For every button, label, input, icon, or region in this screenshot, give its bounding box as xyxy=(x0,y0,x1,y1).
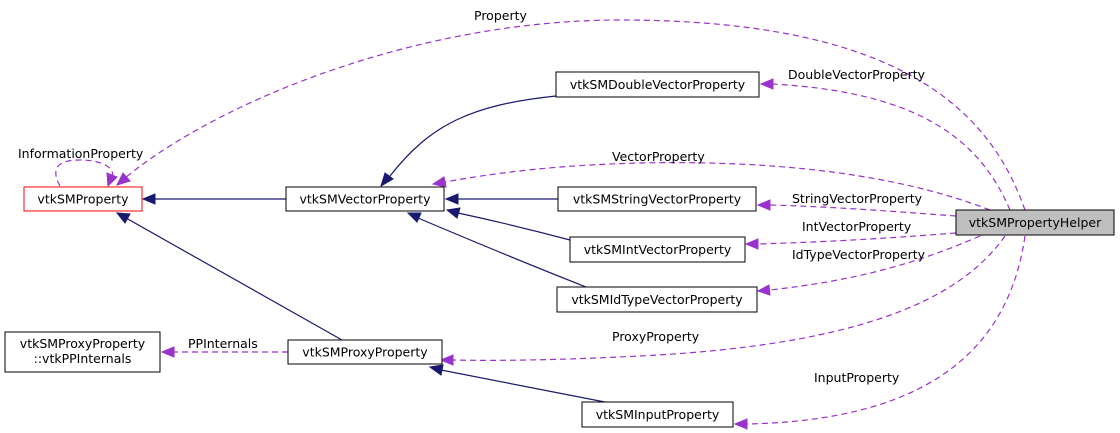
node-box xyxy=(955,209,1115,236)
label-string-vector-property: StringVectorProperty xyxy=(792,191,923,206)
node-vtksmvectorproperty[interactable]: vtkSMVectorProperty xyxy=(285,186,445,212)
arrowhead xyxy=(756,199,771,211)
node-vtksmstringvectorproperty[interactable]: vtkSMStringVectorProperty xyxy=(557,186,757,212)
arrowhead xyxy=(744,238,759,250)
arrowhead xyxy=(160,346,175,358)
edge-property xyxy=(124,19,1026,211)
edge-idtype-to-vector xyxy=(417,217,587,288)
label-information-property: InformationProperty xyxy=(18,146,144,161)
node-label: vtkSMInputProperty xyxy=(596,407,720,422)
label-property: Property xyxy=(474,8,527,23)
node-label-line2: ::vtkPPInternals xyxy=(34,351,132,366)
usage-edges xyxy=(55,19,1026,430)
node-box xyxy=(285,186,445,212)
arrowhead xyxy=(116,172,131,186)
node-label: vtkSMIntVectorProperty xyxy=(584,242,732,257)
node-box xyxy=(581,401,734,428)
node-label: vtkSMVectorProperty xyxy=(300,192,432,207)
edge-proxy-to-property xyxy=(125,217,343,341)
node-vtksminputproperty[interactable]: vtkSMInputProperty xyxy=(581,401,734,428)
node-label: vtkSMProperty xyxy=(37,192,129,207)
node-vtksmdoublevectorproperty[interactable]: vtkSMDoubleVectorProperty xyxy=(555,71,760,98)
node-box xyxy=(557,186,757,212)
label-vector-property: VectorProperty xyxy=(612,149,705,164)
arrowhead xyxy=(431,176,447,188)
arrowhead xyxy=(380,172,394,188)
inheritance-edges xyxy=(115,95,611,404)
arrowhead xyxy=(733,418,748,430)
arrowhead xyxy=(141,193,156,205)
node-vtkppinternals[interactable]: vtkSMProxyProperty ::vtkPPInternals xyxy=(4,331,161,373)
node-box xyxy=(23,186,143,212)
node-vtksmidtypevectorproperty[interactable]: vtkSMIdTypeVectorProperty xyxy=(556,286,758,313)
node-label: vtkSMIdTypeVectorProperty xyxy=(571,292,743,307)
label-proxy-property: ProxyProperty xyxy=(612,329,700,344)
node-vtksmpropertyhelper[interactable]: vtkSMPropertyHelper xyxy=(955,209,1115,236)
arrowhead xyxy=(406,212,422,223)
arrowhead xyxy=(428,364,444,376)
edge-int-to-vector xyxy=(457,212,571,241)
edge-idtype-vector xyxy=(769,235,981,291)
node-box xyxy=(4,331,161,373)
arrowhead xyxy=(759,78,774,90)
edge-vector xyxy=(444,162,991,211)
edge-proxy-property xyxy=(452,235,1006,361)
edge-int-vector xyxy=(756,232,957,245)
label-pp-internals: PPInternals xyxy=(188,336,258,351)
label-double-vector-property: DoubleVectorProperty xyxy=(788,67,926,82)
edge-double-vector xyxy=(771,83,1011,211)
label-idtype-vector-property: IdTypeVectorProperty xyxy=(792,247,926,262)
label-input-property: InputProperty xyxy=(814,370,900,385)
arrowhead xyxy=(106,172,118,188)
edge-labels: Property InformationProperty DoubleVecto… xyxy=(18,8,926,385)
node-box xyxy=(555,71,760,98)
label-int-vector-property: IntVectorProperty xyxy=(802,219,912,234)
arrowhead xyxy=(444,193,459,205)
arrowhead xyxy=(756,284,771,296)
arrowhead xyxy=(445,207,461,219)
node-label: vtkSMPropertyHelper xyxy=(969,215,1102,230)
edge-information-property xyxy=(55,159,114,187)
node-vtksmintvectorproperty[interactable]: vtkSMIntVectorProperty xyxy=(569,236,746,263)
edge-input-to-proxy xyxy=(440,369,611,404)
node-box xyxy=(287,339,443,365)
node-label-line1: vtkSMProxyProperty xyxy=(20,336,146,351)
edge-double-to-vector xyxy=(389,95,557,177)
node-label: vtkSMStringVectorProperty xyxy=(573,192,742,207)
node-label: vtkSMDoubleVectorProperty xyxy=(570,77,746,92)
node-vtksmproperty[interactable]: vtkSMProperty xyxy=(23,186,143,212)
node-box xyxy=(569,236,746,263)
node-vtksmproxyproperty[interactable]: vtkSMProxyProperty xyxy=(287,339,443,365)
arrowhead xyxy=(439,354,454,366)
edge-string-vector xyxy=(769,204,957,217)
node-label: vtkSMProxyProperty xyxy=(302,345,428,360)
node-box xyxy=(556,286,758,313)
arrowhead xyxy=(115,212,131,224)
edge-input-property xyxy=(746,235,1026,425)
